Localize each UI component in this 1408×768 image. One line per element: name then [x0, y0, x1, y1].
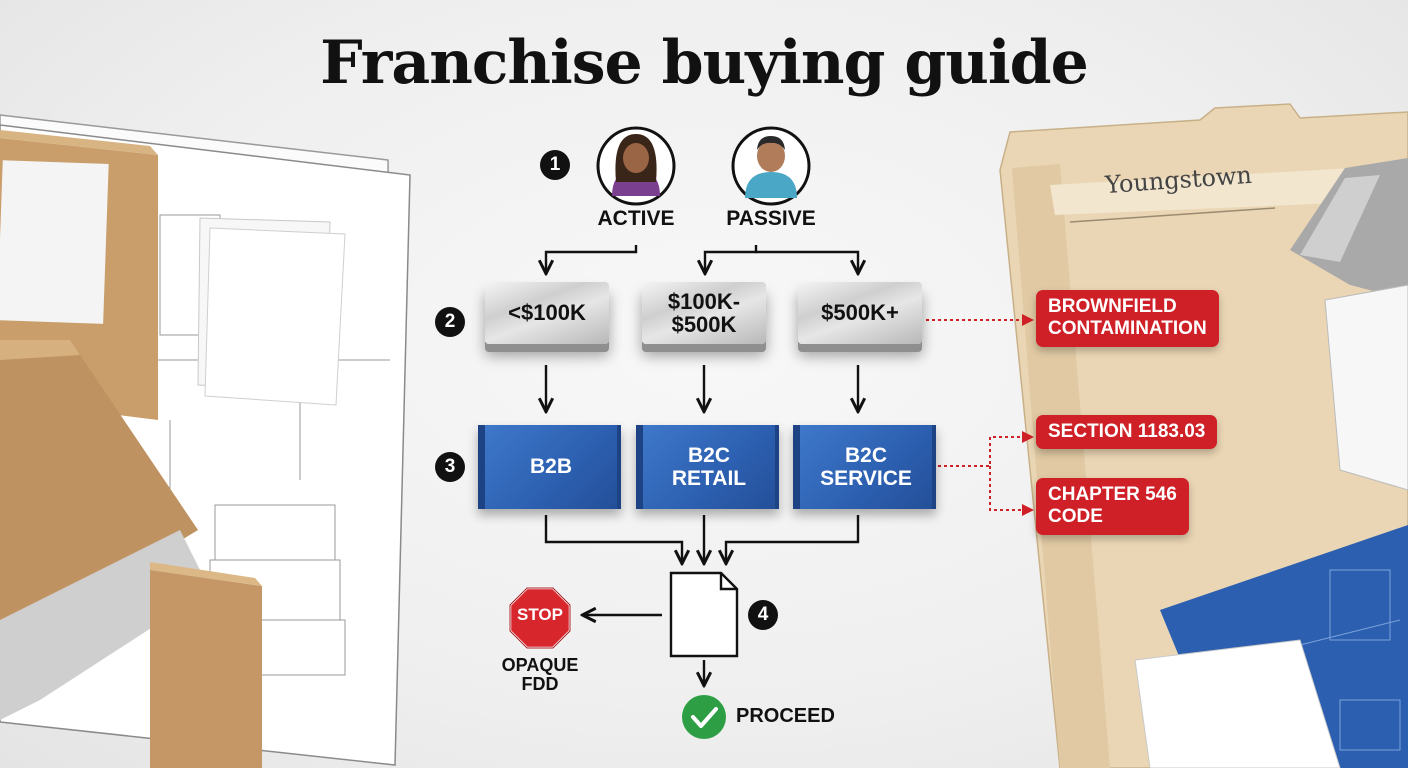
- model-b2c-retail: B2C RETAIL: [636, 425, 779, 509]
- risk-arrowheads: [1022, 314, 1034, 516]
- step-4-badge: 4: [748, 600, 778, 630]
- wood-blocks: [0, 130, 346, 768]
- model-b2c-service: B2C SERVICE: [793, 425, 936, 509]
- page-title: Franchise buying guide: [320, 28, 1089, 98]
- stop-sign-text: STOP: [517, 605, 563, 624]
- model-b2b: B2B: [478, 425, 621, 509]
- check-circle-icon: [682, 695, 726, 739]
- tier-100k-500k: $100K- $500K: [642, 282, 766, 344]
- blueprint-sheet-right: [1134, 525, 1408, 768]
- flag-brownfield: BROWNFIELD CONTAMINATION: [1036, 290, 1219, 347]
- avatar-passive: [731, 126, 811, 206]
- fdd-document-icon: [669, 571, 739, 658]
- active-label: ACTIVE: [597, 207, 675, 230]
- tier-500k-plus: $500K+: [798, 282, 922, 344]
- opaque-fdd-label: OPAQUE FDD: [501, 655, 579, 694]
- step-2-badge: 2: [435, 307, 465, 337]
- step-1-badge: 1: [540, 150, 570, 180]
- flag-chapter: CHAPTER 546 CODE: [1036, 478, 1189, 535]
- stop-sign-icon: [508, 586, 572, 650]
- flag-section: SECTION 1183.03: [1036, 415, 1218, 450]
- proceed-label: PROCEED: [736, 705, 835, 727]
- connectors: [546, 245, 858, 684]
- avatar-active: [596, 126, 676, 206]
- step-3-badge: 3: [435, 452, 465, 482]
- risk-leaders: [926, 319, 1030, 511]
- passive-label: PASSIVE: [726, 207, 816, 230]
- tier-under-100k: <$100K: [485, 282, 609, 344]
